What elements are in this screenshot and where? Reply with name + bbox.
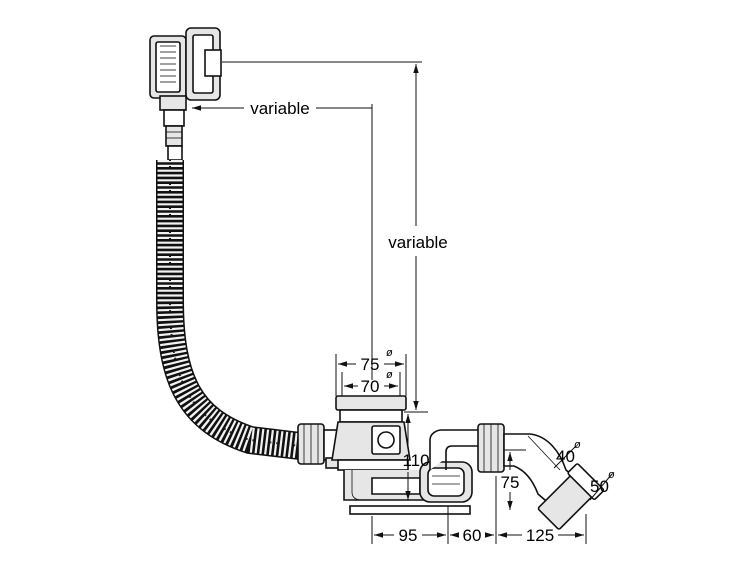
dimension-label-110: 110 (402, 451, 429, 470)
dimension-label-125: 125 (526, 526, 554, 545)
dimension-label-75: 75 (361, 355, 380, 374)
dimension-bottom: 95 60 125 (371, 476, 587, 545)
dimension-label-50: 50 (590, 477, 609, 496)
dimension-75-vertical: 75 (501, 449, 526, 510)
diameter-symbol-40: ø (574, 439, 581, 451)
dimension-label-75-vertical: 75 (501, 473, 520, 492)
dimension-top-variable: variable (192, 99, 373, 380)
diameter-symbol-50: ø (608, 469, 615, 481)
dimension-label-70: 70 (361, 377, 380, 396)
dimension-vertical-variable: variable (222, 61, 448, 413)
dimension-label-top: variable (250, 99, 310, 118)
dimension-outlet-sizes: 40 ø 50 ø (553, 439, 615, 501)
dimension-110: 110 (402, 414, 430, 500)
dimension-label-40: 40 (556, 447, 575, 466)
dimension-label-vertical: variable (388, 233, 448, 252)
diameter-symbol-70: ø (386, 369, 393, 381)
dimension-label-95: 95 (399, 526, 418, 545)
dimension-label-60: 60 (463, 526, 482, 545)
diameter-symbol-75: ø (386, 347, 393, 359)
flexible-hose (156, 160, 302, 460)
overflow-head (149, 27, 222, 161)
outlet-pipe (429, 423, 605, 530)
drain-body (331, 395, 473, 515)
dimension-diameters: 75 ø 70 ø (335, 347, 407, 396)
